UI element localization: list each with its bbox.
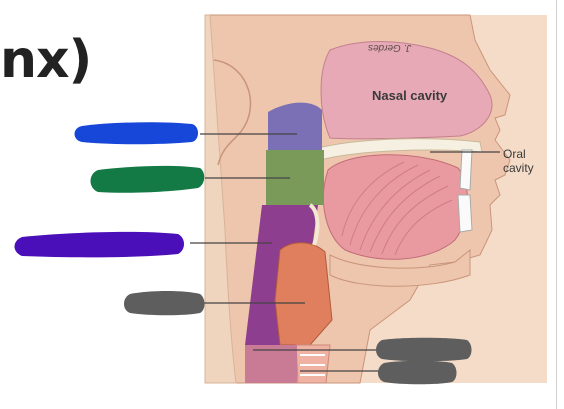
oral-cavity-label-line2: cavity (503, 161, 534, 175)
epiglottis (308, 203, 320, 246)
gray-marker-right-top (376, 337, 472, 362)
upper-teeth (459, 149, 473, 191)
gray-marker-right-bottom (378, 360, 457, 385)
nasopharynx-region (268, 102, 322, 150)
tongue-fibers (341, 161, 453, 256)
blue-marker (74, 122, 198, 145)
esophagus (245, 345, 297, 383)
tongue (322, 154, 468, 260)
page-edge-divider (556, 0, 557, 409)
cervical-spine (204, 14, 237, 384)
nasal-cavity-shape (320, 41, 493, 140)
gray-marker-left (124, 291, 205, 316)
purple-marker (14, 231, 184, 258)
lower-teeth (457, 194, 473, 233)
oral-cavity-label-line1: Oral (503, 147, 526, 161)
green-marker (90, 165, 205, 193)
larynx-region (274, 242, 333, 346)
nasal-cavity-label: Nasal cavity (372, 88, 448, 103)
ear-outline (213, 59, 252, 166)
illustrator-credit: J. Gerdes (368, 42, 412, 53)
page-heading: nx) (0, 30, 92, 90)
trachea-rings (300, 354, 325, 376)
lower-jaw (329, 248, 471, 287)
oral-cavity-label: Oral cavity (503, 147, 534, 175)
leader-lines (190, 133, 500, 372)
